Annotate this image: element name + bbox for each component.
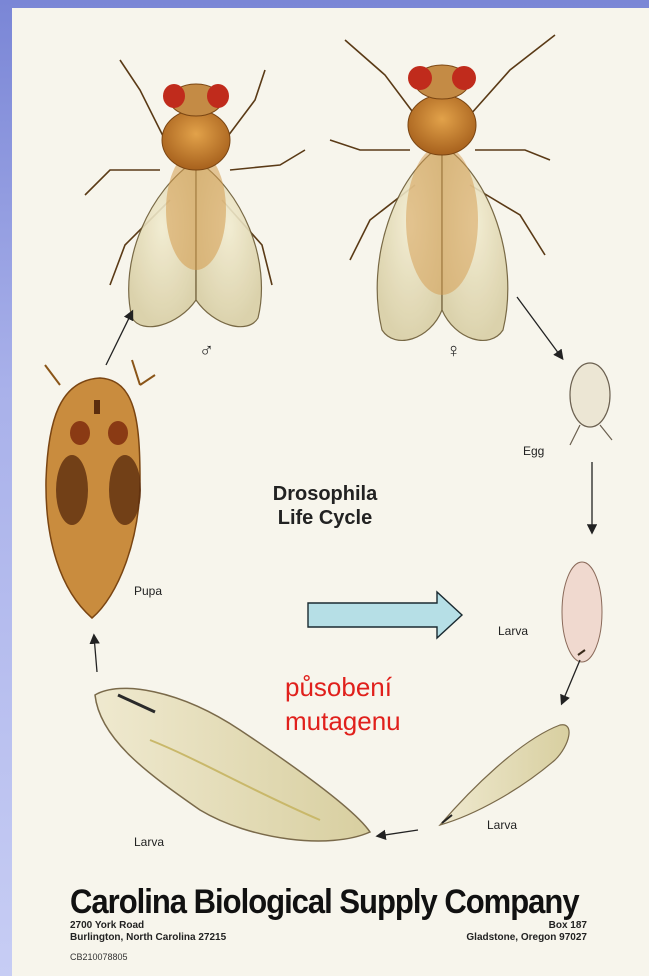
larva-label-3: Larva (134, 835, 164, 849)
annotation-line-1: působení (285, 670, 465, 704)
title-line-1: Drosophila (240, 482, 410, 506)
diagram-title: Drosophila Life Cycle (240, 482, 410, 530)
company-name: Carolina Biological Supply Company (70, 882, 579, 922)
male-symbol: ♂ (199, 340, 214, 363)
title-line-2: Life Cycle (240, 506, 410, 530)
address-right-line-1: Box 187 (460, 920, 587, 932)
pupa-label: Pupa (134, 584, 162, 598)
address-right-line-2: Gladstone, Oregon 97027 (460, 932, 587, 944)
mutagen-annotation: působení mutagenu (285, 670, 465, 738)
larva-label-1: Larva (498, 624, 528, 638)
larva-small (562, 562, 602, 662)
annotation-line-2: mutagenu (285, 704, 465, 738)
larva-medium (440, 725, 569, 825)
address-right: Box 187 Gladstone, Oregon 97027 (460, 920, 587, 944)
mutagen-arrow (308, 592, 462, 638)
female-symbol: ♀ (446, 340, 461, 363)
larva-label-2: Larva (487, 818, 517, 832)
female-fly (330, 35, 555, 340)
address-left-line-2: Burlington, North Carolina 27215 (70, 932, 226, 944)
egg (570, 363, 612, 445)
address-left-line-1: 2700 York Road (70, 920, 226, 932)
address-left: 2700 York Road Burlington, North Carolin… (70, 920, 226, 944)
egg-label: Egg (523, 444, 544, 458)
pupa (45, 360, 155, 618)
male-fly (85, 60, 305, 327)
catalog-code: CB210078805 (70, 952, 128, 962)
